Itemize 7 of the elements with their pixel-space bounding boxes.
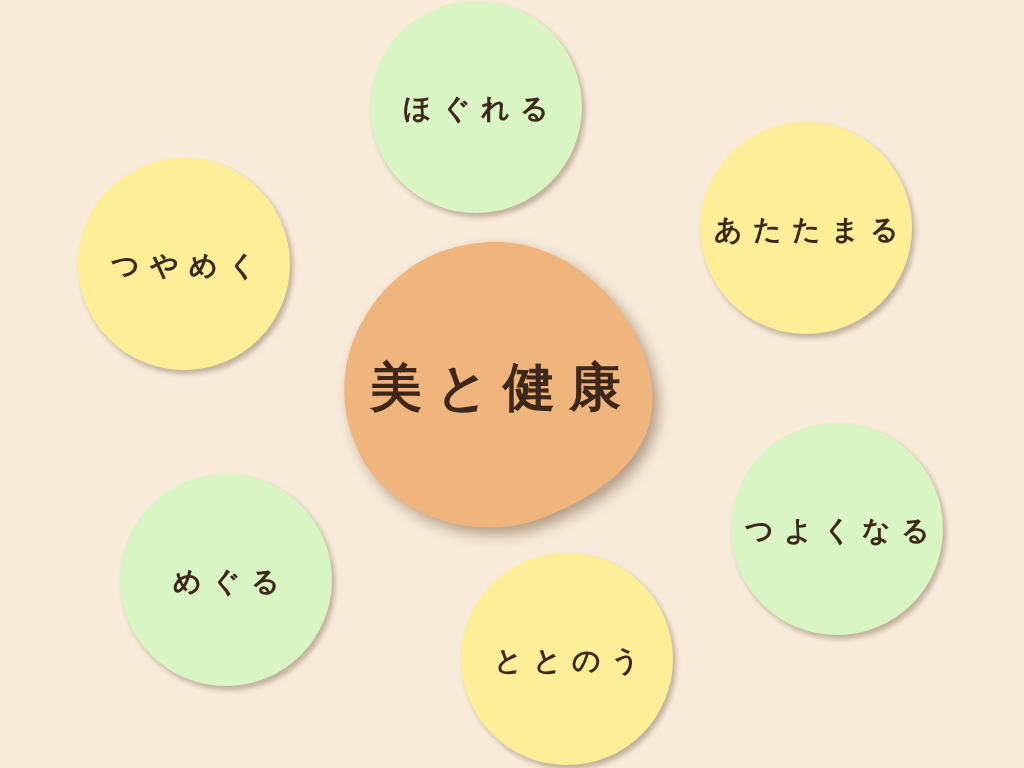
keyword-label: ほぐれる bbox=[402, 93, 559, 125]
keyword-label: めぐる bbox=[171, 566, 290, 598]
keyword-label: あたたまる bbox=[712, 214, 909, 246]
keyword-label: つよくなる bbox=[743, 515, 940, 547]
keyword-label: つやめく bbox=[110, 250, 267, 282]
keyword-label: ととのう bbox=[493, 645, 650, 677]
theme-label: 美と健康 bbox=[368, 359, 635, 417]
